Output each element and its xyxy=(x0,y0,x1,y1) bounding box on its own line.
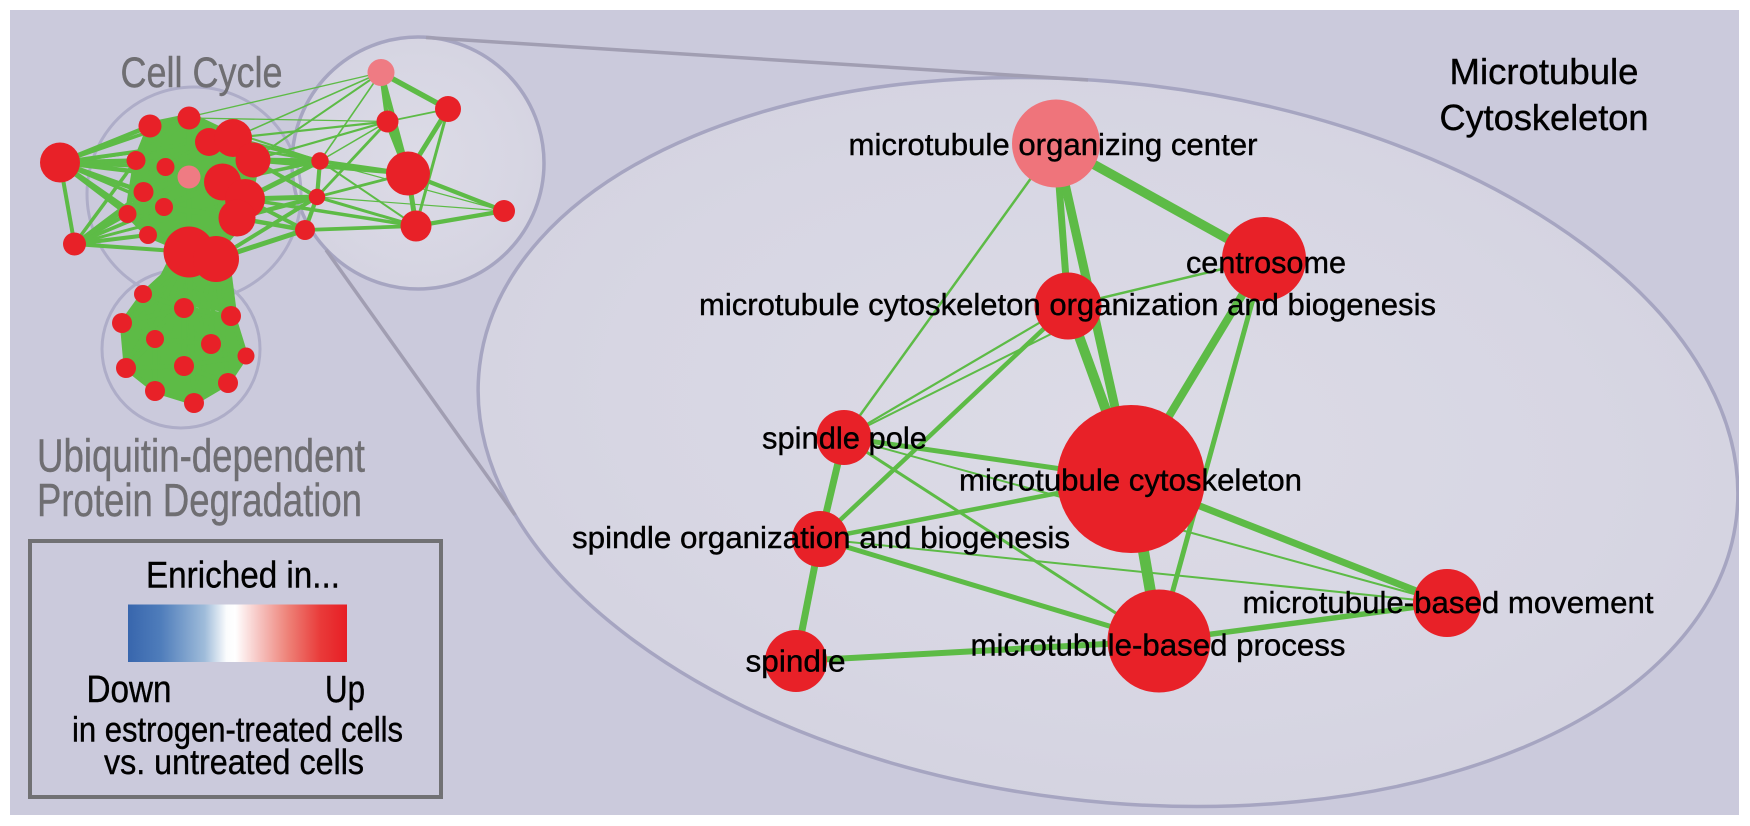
svg-text:spindle pole: spindle pole xyxy=(762,421,927,456)
svg-text:Up: Up xyxy=(325,669,365,711)
svg-text:in estrogen-treated cells: in estrogen-treated cells xyxy=(72,711,403,750)
svg-text:Cytoskeleton: Cytoskeleton xyxy=(1440,97,1649,138)
svg-text:spindle: spindle xyxy=(746,644,846,679)
svg-text:microtubule organizing center: microtubule organizing center xyxy=(849,127,1258,162)
svg-text:microtubule cytoskeleton: microtubule cytoskeleton xyxy=(959,463,1302,498)
svg-text:microtubule-based process: microtubule-based process xyxy=(971,628,1346,663)
svg-text:centrosome: centrosome xyxy=(1186,245,1346,280)
svg-text:Enriched in...: Enriched in... xyxy=(146,554,340,596)
svg-text:spindle organization and bioge: spindle organization and biogenesis xyxy=(572,520,1070,555)
svg-text:microtubule-based movement: microtubule-based movement xyxy=(1243,585,1654,620)
svg-text:Cell Cycle: Cell Cycle xyxy=(121,49,283,97)
svg-text:microtubule cytoskeleton organ: microtubule cytoskeleton organization an… xyxy=(699,287,1436,322)
svg-text:Microtubule: Microtubule xyxy=(1450,51,1639,92)
svg-text:Down: Down xyxy=(87,669,172,711)
svg-text:Ubiquitin-dependent: Ubiquitin-dependent xyxy=(37,430,365,482)
svg-text:Protein Degradation: Protein Degradation xyxy=(37,474,362,526)
svg-text:vs. untreated cells: vs. untreated cells xyxy=(104,743,364,782)
